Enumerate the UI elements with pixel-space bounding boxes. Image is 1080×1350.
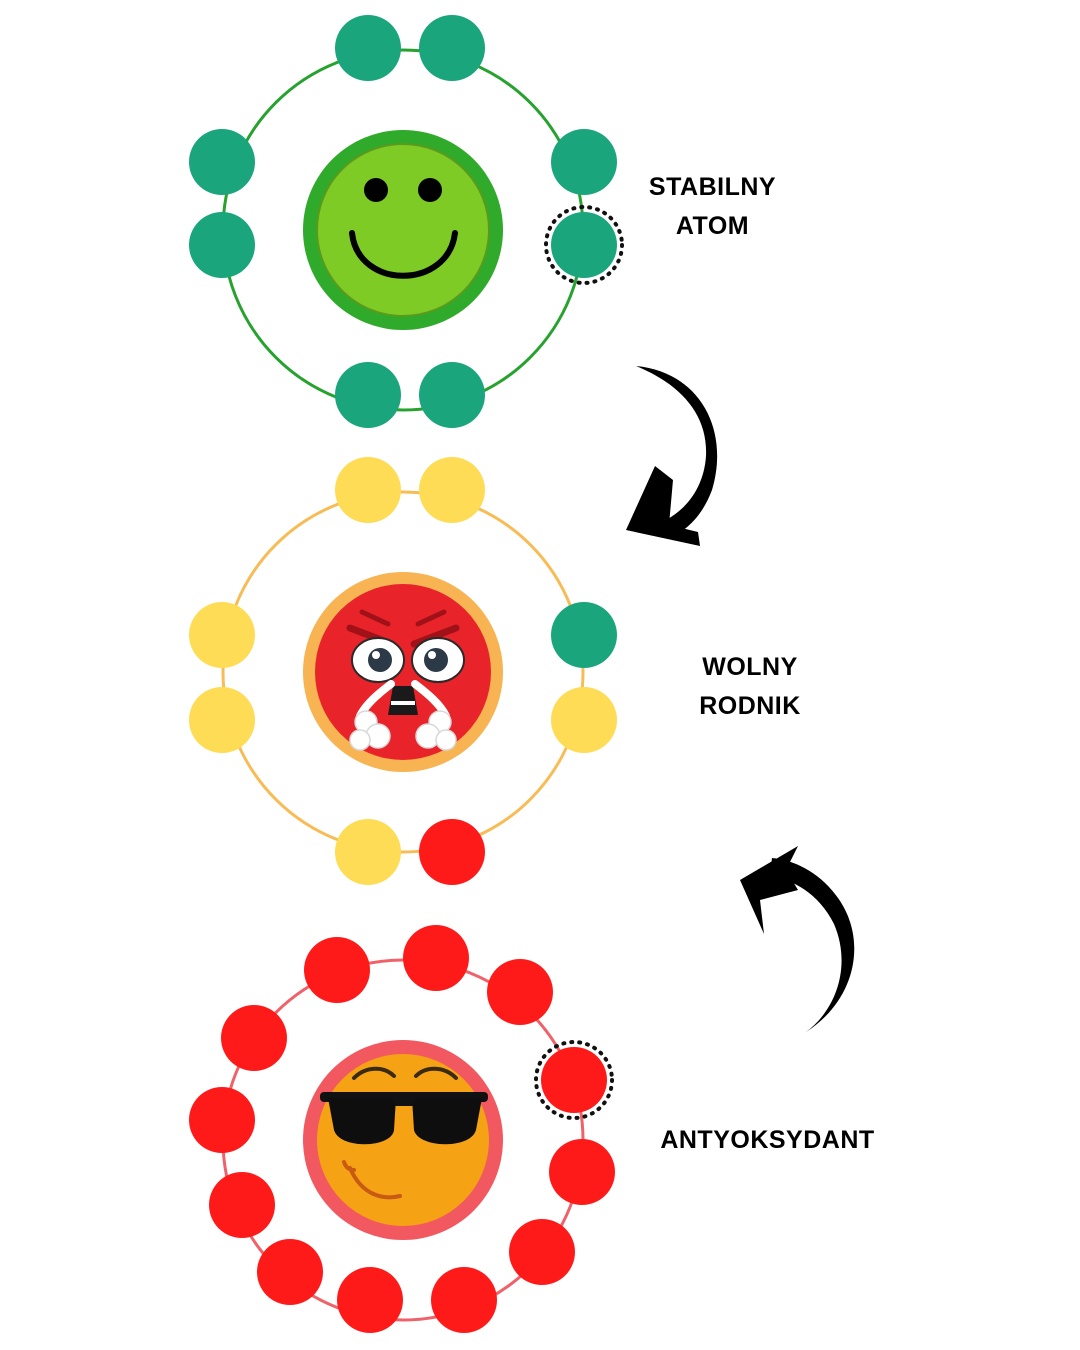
stolen-electron: [551, 602, 617, 668]
electron: [189, 212, 255, 278]
curved-arrow-up-icon: [740, 846, 855, 1032]
free-radical: [189, 457, 617, 885]
cool-sunglasses-face-icon: [303, 1040, 503, 1240]
antioxidant-electrons: [189, 925, 615, 1333]
electron: [419, 15, 485, 81]
electron: [335, 362, 401, 428]
electron: [551, 687, 617, 753]
electron: [335, 15, 401, 81]
electron: [189, 1087, 255, 1153]
electron: [551, 212, 617, 278]
dotted-electron-outline: [534, 1040, 614, 1120]
stable-atom: [189, 15, 624, 428]
electron: [221, 1005, 287, 1071]
electron: [335, 457, 401, 523]
free-radical-orbit: [221, 490, 585, 854]
electron: [209, 1172, 275, 1238]
antioxidant: [189, 925, 615, 1333]
electron: [257, 1239, 323, 1305]
electron: [335, 819, 401, 885]
electron: [509, 1219, 575, 1285]
free-radical-electrons: [189, 457, 617, 885]
free-radical-label-line-1: WOLNY: [702, 653, 798, 681]
free-radical-label-line-2: RODNIK: [699, 692, 801, 720]
electron: [549, 1139, 615, 1205]
donated-electron: [419, 819, 485, 885]
stable-atom-electrons: [189, 15, 617, 428]
stable-atom-label-line-1: STABILNY: [648, 173, 777, 201]
electron: [337, 1267, 403, 1333]
electron: [403, 925, 469, 991]
electron: [189, 602, 255, 668]
electron: [419, 362, 485, 428]
happy-face-icon: [303, 130, 503, 330]
curved-arrow-down-icon: [626, 366, 718, 546]
electron: [431, 1267, 497, 1333]
electron: [189, 129, 255, 195]
angry-face-icon: [303, 572, 503, 772]
free-radical-label: WOLNY RODNIK: [670, 648, 830, 726]
electron: [304, 937, 370, 1003]
electron: [419, 457, 485, 523]
dotted-electron-outline: [544, 205, 624, 285]
stable-atom-label-line-2: ATOM: [675, 212, 750, 240]
stable-atom-label: STABILNY ATOM: [630, 168, 795, 246]
antioxidant-label-line-1: ANTYOKSYDANT: [660, 1126, 875, 1154]
electron: [551, 129, 617, 195]
electron: [487, 959, 553, 1025]
antioxidant-label: ANTYOKSYDANT: [640, 1121, 895, 1160]
electron: [189, 687, 255, 753]
electron: [541, 1047, 607, 1113]
